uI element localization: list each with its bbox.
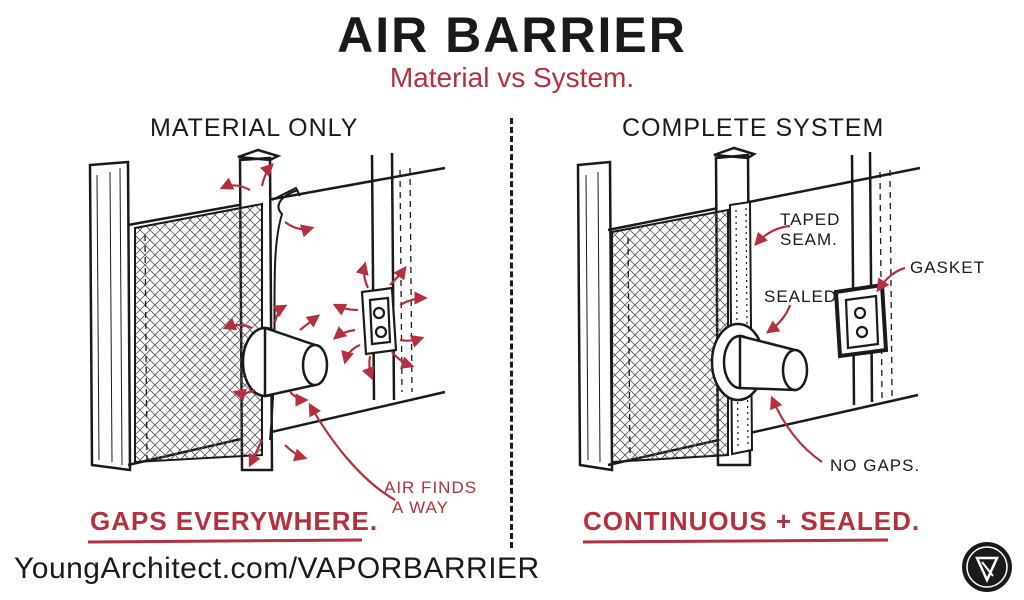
left-insulation-panel <box>134 202 263 464</box>
taped-line-1: TAPED <box>780 210 841 229</box>
caption-gaps-everywhere: GAPS EVERYWHERE. <box>90 506 379 536</box>
right-sealed-pipe <box>710 322 809 402</box>
taped-line-2: SEAM. <box>780 230 838 249</box>
right-insulation-panel <box>611 208 729 464</box>
page-title: AIR BARRIER <box>337 7 687 63</box>
right-gasketed-outlet <box>833 282 889 359</box>
left-electrical-outlet <box>360 286 398 356</box>
annotation-air-finds-a-way: AIR FINDS A WAY <box>384 478 477 518</box>
annotation-no-gaps: NO GAPS. <box>830 456 921 475</box>
page-subtitle: Material vs System. <box>389 62 635 93</box>
annotation-line-2: A WAY <box>392 498 449 517</box>
air-leak-arrow-icon <box>219 163 428 468</box>
panel-heading-complete-system: COMPLETE SYSTEM <box>622 114 885 142</box>
annotation-taped-seam: TAPED SEAM. <box>780 210 840 250</box>
panel-heading-material-only: MATERIAL ONLY <box>150 114 359 142</box>
annotation-gasket: GASKET <box>910 258 985 277</box>
panel-divider <box>510 118 513 548</box>
caption-continuous-sealed: CONTINUOUS + SEALED. <box>583 506 921 536</box>
left-pipe-penetration <box>241 326 329 398</box>
young-architect-logo-icon <box>962 542 1012 592</box>
annotation-sealed: SEALED <box>764 287 838 306</box>
footer-url[interactable]: YoungArchitect.com/VAPORBARRIER <box>14 552 540 585</box>
annotation-line-1: AIR FINDS <box>384 478 478 497</box>
